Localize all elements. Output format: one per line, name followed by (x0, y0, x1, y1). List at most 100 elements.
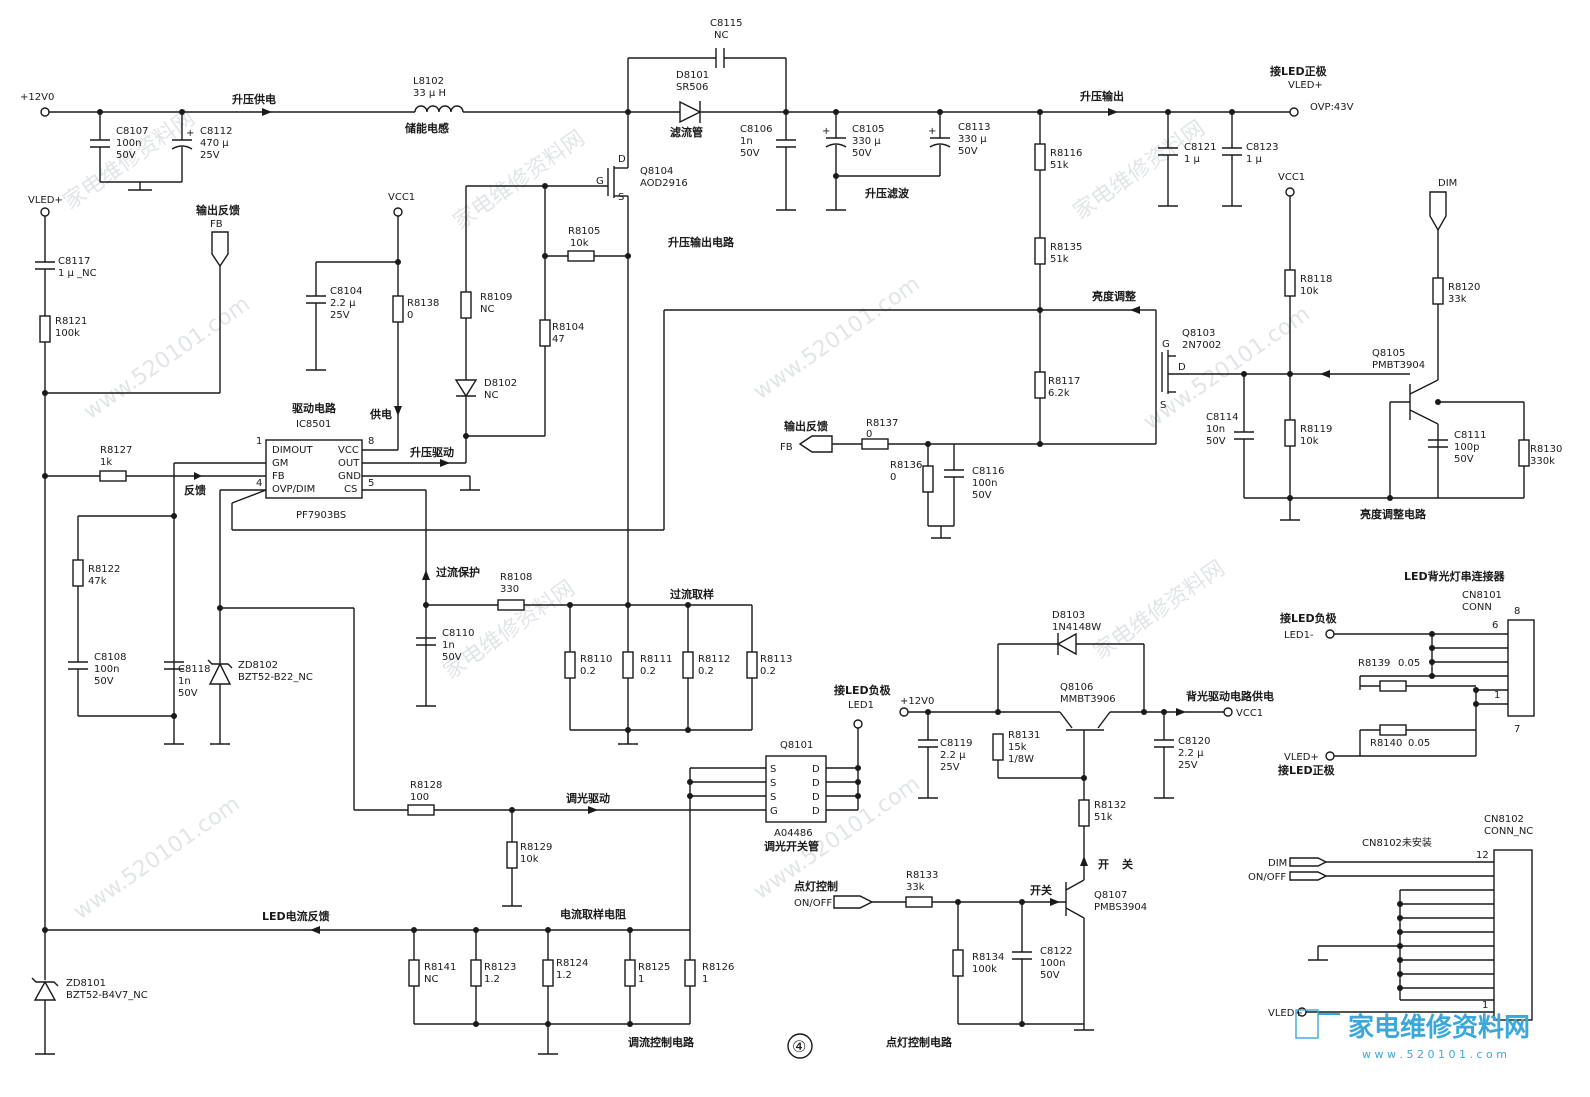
conn2-note: CN8102未安装 (1362, 836, 1432, 849)
c8122-ref: C8122 (1040, 946, 1072, 957)
c8118-ref: C8118 (178, 664, 210, 675)
c8119-voltage: 25V (940, 762, 960, 773)
c8113-value: 330 μ (958, 134, 987, 145)
zd8101-value: BZT52-B4V7_NC (66, 990, 148, 1001)
figure-label-circle (787, 1033, 813, 1059)
r8119-value: 10k (1300, 436, 1319, 447)
c8104-value: 2.2 μ (330, 298, 356, 309)
c8110-value: 1n (442, 640, 455, 651)
output-capacitors: C8106 1n 50V + C8105 330 μ 50V + C8113 3… (740, 112, 1278, 211)
conn1-name: CN8101 (1462, 590, 1502, 601)
site-logo: 家电维修资料网 w w w . 5 2 0 1 0 1 . c o m (1295, 1009, 1530, 1061)
left-feedback-network: VLED+ C8117 1 μ _NC R8121 100k 输出反馈 FB (28, 195, 240, 980)
q8101-pin: D (812, 806, 820, 817)
c8114-value: 10n (1206, 424, 1225, 435)
net-vled-left: VLED+ (28, 195, 63, 206)
r8105-ref: R8105 (568, 226, 600, 237)
q8104-pin-s: S (618, 192, 624, 203)
comp-network: R8122 47k C8108 100n 50V C8118 1n 50V ZD… (68, 513, 355, 810)
c8112-ref: C8112 (200, 126, 232, 137)
resistor-r8127 (99, 470, 127, 482)
label-dimming-switch: 调光开关管 (764, 839, 819, 853)
c8117-value: 1 μ _NC (58, 268, 97, 279)
label-power-supply: 供电 (369, 407, 392, 421)
zener-zd8101 (33, 980, 57, 1001)
r8116-ref: R8116 (1050, 148, 1082, 159)
r8134-value: 100k (972, 964, 997, 975)
q8103-part: 2N7002 (1182, 340, 1221, 351)
r8138-ref: R8138 (407, 298, 439, 309)
ic-pin-vcc: VCC (338, 445, 359, 456)
label-current-control-circuit: 调流控制电路 (628, 1035, 695, 1049)
resistor-r8120 (1432, 277, 1444, 305)
ic-pin-ovp: OVP/DIM (272, 484, 315, 495)
r8120-value: 33k (1448, 294, 1467, 305)
conn1-neg-cn: 接LED负极 (1280, 611, 1338, 625)
r8126-ref: R8126 (702, 962, 734, 973)
resistor-r8134 (952, 949, 964, 977)
c8123-ref: C8123 (1246, 142, 1278, 153)
label-brightness-circuit: 亮度调整电路 (1360, 507, 1427, 521)
d8103-ref: D8103 (1052, 610, 1085, 621)
svg-text:+: + (928, 126, 936, 137)
label-switch-on: 开 (1098, 858, 1109, 871)
c8107-value: 100n (116, 138, 141, 149)
resistor-r8139 (1379, 680, 1407, 692)
dim-input-connector (1429, 191, 1447, 232)
c8104-ref: C8104 (330, 286, 362, 297)
mosfet-q8104: G D S Q8104 AOD2916 升压输出电路 R8105 10k R81… (454, 112, 735, 744)
c8121-ref: C8121 (1184, 142, 1216, 153)
r8120-ref: R8120 (1448, 282, 1480, 293)
r8136-ref: R8136 (890, 460, 922, 471)
r8125-ref: R8125 (638, 962, 670, 973)
c8119-ref: C8119 (940, 738, 972, 749)
net-vcc1-a: VCC1 (388, 192, 415, 203)
r8128-value: 100 (410, 792, 429, 803)
dimming-switch: Q8101 A04486 调光开关管 S S S G D D D D 接LED负… (354, 683, 892, 930)
net-vcc1-out: VCC1 (1236, 708, 1263, 719)
resistor-r8137 (861, 438, 889, 450)
r8104-ref: R8104 (552, 322, 584, 333)
ic-pin1-num: 1 (256, 436, 262, 447)
inductor-l8102 (414, 105, 464, 113)
conn2-dim: DIM (1268, 858, 1287, 869)
q8101-pin: S (770, 764, 776, 775)
conn2-dim-port (1289, 857, 1328, 867)
q8106-part: MMBT3906 (1060, 694, 1116, 705)
resistor-r8118 (1284, 269, 1296, 297)
c8116-ref: C8116 (972, 466, 1004, 477)
svg-text:+: + (186, 128, 194, 139)
label-led-current-feedback: LED电流反馈 (262, 909, 330, 923)
zd8102-value: BZT52-B22_NC (238, 672, 313, 683)
conn2-onoff: ON/OFF (1248, 872, 1286, 883)
zd8101-ref: ZD8101 (66, 978, 106, 989)
resistor-r8116 (1034, 143, 1046, 171)
r8119-ref: R8119 (1300, 424, 1332, 435)
net-12v0: +12V0 (20, 92, 54, 103)
r8112-ref: R8112 (698, 654, 730, 665)
label-overcurrent-protect: 过流保护 (436, 565, 480, 579)
d8102-ref: D8102 (484, 378, 517, 389)
c8110-ref: C8110 (442, 628, 474, 639)
r8128-ref: R8128 (410, 780, 442, 791)
r8122-ref: R8122 (88, 564, 120, 575)
c8113-voltage: 50V (958, 146, 978, 157)
c8122-value: 100n (1040, 958, 1065, 969)
net-vcc1-b: VCC1 (1278, 172, 1305, 183)
ic-pin8-num: 8 (368, 436, 374, 447)
resistor-r8110 (564, 651, 576, 679)
net-led1: LED1 (848, 700, 874, 711)
c8115-ref: C8115 (710, 18, 742, 29)
diode-d8102 (454, 379, 478, 398)
diode-d8101 (679, 100, 702, 124)
c8107-ref: C8107 (116, 126, 148, 137)
r8140-ref: R8140 (1370, 738, 1402, 749)
c8118-voltage: 50V (178, 688, 198, 699)
resistor-r8138 (392, 295, 404, 323)
fb-in-cn: 输出反馈 (196, 203, 240, 217)
net-terminal (40, 107, 50, 117)
resistor-r8135 (1034, 237, 1046, 265)
c8115-value: NC (714, 30, 728, 41)
label-boost-supply: 升压供电 (232, 92, 276, 106)
